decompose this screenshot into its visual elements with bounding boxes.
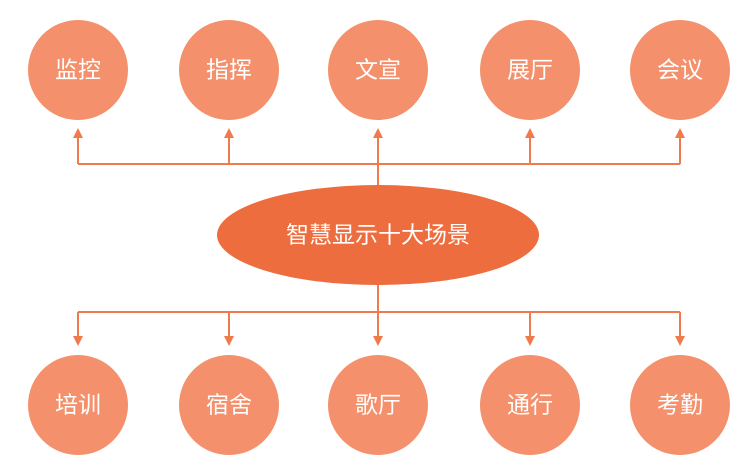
scene-label: 通行: [507, 393, 553, 419]
scene-label: 考勤: [657, 393, 703, 419]
scene-node-exhibition: 展厅: [480, 20, 580, 120]
scene-circle: [28, 355, 128, 455]
scene-circle: [630, 20, 730, 120]
bottom-scene-row: 培训 宿舍 歌厅 通行 考勤: [28, 355, 730, 455]
scene-circle: [328, 355, 428, 455]
scene-label: 文宣: [355, 58, 401, 84]
scene-label: 监控: [55, 58, 101, 84]
scene-label: 展厅: [507, 58, 553, 84]
scene-node-access: 通行: [480, 355, 580, 455]
scene-node-training: 培训: [28, 355, 128, 455]
scene-label: 宿舍: [206, 393, 252, 419]
center-label: 智慧显示十大场景: [286, 223, 470, 249]
top-connectors: [73, 128, 685, 185]
scene-node-command: 指挥: [179, 20, 279, 120]
scene-circle: [179, 20, 279, 120]
scene-circle: [179, 355, 279, 455]
scene-circle: [28, 20, 128, 120]
scene-node-dormitory: 宿舍: [179, 355, 279, 455]
scene-circle: [328, 20, 428, 120]
scene-circle: [480, 20, 580, 120]
scene-node-karaoke-hall: 歌厅: [328, 355, 428, 455]
scene-label: 指挥: [206, 58, 252, 84]
center-ellipse: [217, 185, 539, 285]
scene-label: 歌厅: [355, 393, 401, 419]
scene-node-monitoring: 监控: [28, 20, 128, 120]
bottom-connectors: [73, 284, 685, 346]
top-scene-row: 监控 指挥 文宣 展厅 会议: [28, 20, 730, 120]
scene-node-meeting: 会议: [630, 20, 730, 120]
scene-label: 会议: [657, 58, 703, 84]
scene-label: 培训: [55, 393, 101, 419]
scene-circle: [480, 355, 580, 455]
scene-node-publicity: 文宣: [328, 20, 428, 120]
center-node: 智慧显示十大场景: [217, 185, 539, 285]
scene-circle: [630, 355, 730, 455]
scene-node-attendance: 考勤: [630, 355, 730, 455]
